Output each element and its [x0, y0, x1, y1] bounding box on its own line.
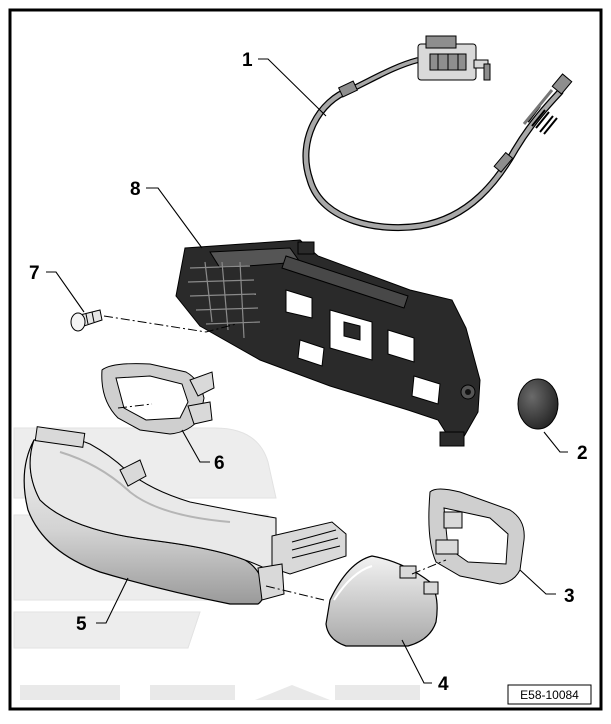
handle-latch [257, 521, 347, 601]
callout-3: 3 [564, 586, 575, 607]
door-handle [23, 426, 347, 605]
watermark-letters [20, 685, 420, 700]
callout-1: 1 [242, 50, 253, 71]
bowden-cable [302, 35, 573, 232]
screw [70, 309, 103, 332]
callout-4: 4 [438, 674, 449, 695]
callout-8: 8 [130, 179, 141, 200]
seal-gasket [101, 363, 215, 435]
cable-connector [417, 35, 491, 81]
handle-carrier [175, 239, 481, 447]
callout-5: 5 [76, 614, 87, 635]
callouts: 1 2 3 4 5 6 7 8 [29, 50, 588, 695]
cap-plug [517, 378, 559, 430]
callout-2: 2 [577, 443, 588, 464]
callout-7: 7 [29, 263, 40, 284]
leader-lines [46, 58, 568, 684]
callout-6: 6 [214, 453, 225, 474]
figure-code-box: E58-10084 [507, 684, 592, 705]
figure-code: E58-10084 [520, 688, 579, 702]
carrier-ribs [187, 261, 261, 339]
cable-spring [522, 73, 573, 135]
lock-cap [325, 555, 439, 647]
assembly-axes [103, 315, 447, 601]
